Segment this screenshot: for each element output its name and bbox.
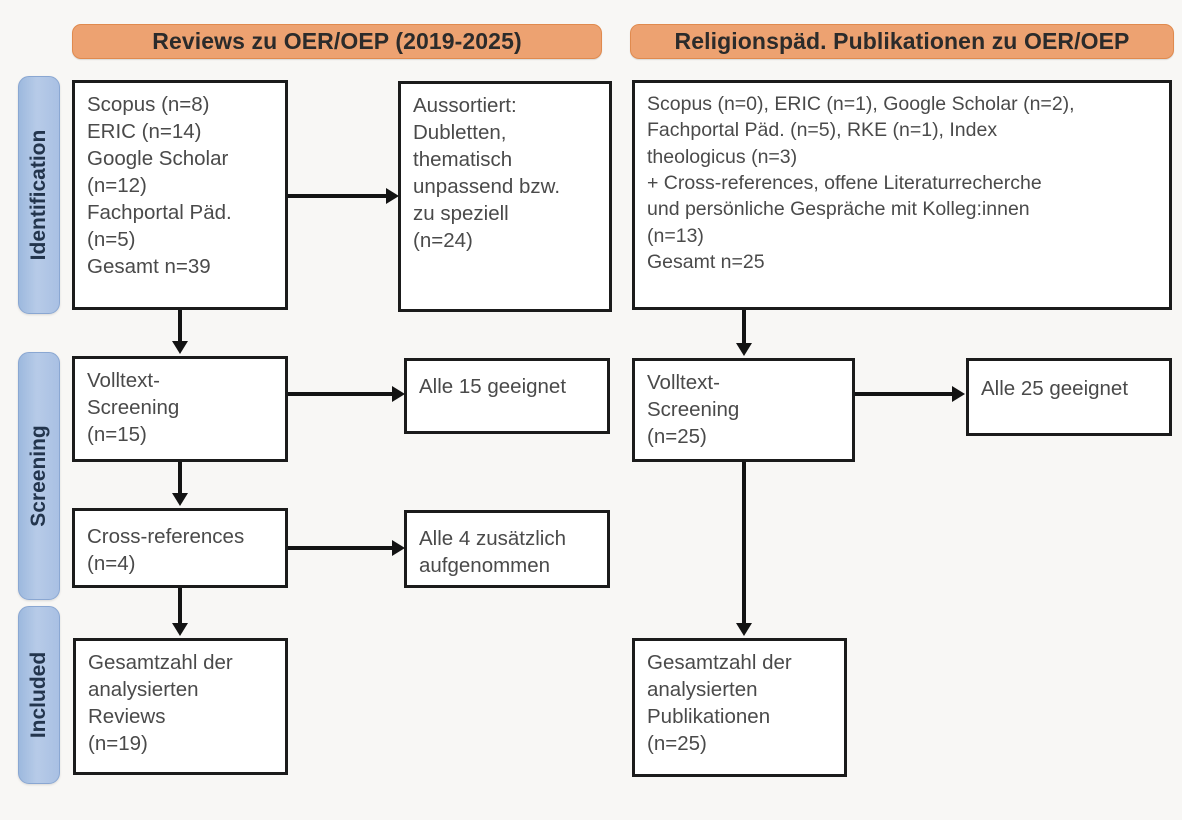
box-right-identification-sources: Scopus (n=0), ERIC (n=1), Google Scholar…	[632, 80, 1172, 310]
arrowhead-left-screening-to-crossref	[172, 493, 188, 506]
arrowhead-left-id-to-screening	[172, 341, 188, 354]
box-right-fulltext-screening: Volltext- Screening (n=25)	[632, 358, 855, 462]
arrowhead-right-screening-to-suitable	[952, 386, 965, 402]
box-left-included-total: Gesamtzahl der analysierten Reviews (n=1…	[73, 638, 288, 775]
box-left-identification-sources: Scopus (n=8) ERIC (n=14) Google Scholar …	[72, 80, 288, 310]
stage-label-screening-text: Screening	[27, 425, 50, 527]
arrowhead-left-screening-to-suitable	[392, 386, 405, 402]
box-right-included-total: Gesamtzahl der analysierten Publikatione…	[632, 638, 847, 777]
arrowhead-right-id-to-screening	[736, 343, 752, 356]
connector-left-crossref-to-included	[178, 588, 182, 625]
box-left-fulltext-screening: Volltext- Screening (n=15)	[72, 356, 288, 462]
connector-left-screening-to-suitable	[288, 392, 394, 396]
stage-label-included: Included	[18, 606, 60, 784]
box-right-all-suitable: Alle 25 geeignet	[966, 358, 1172, 436]
box-left-cross-references: Cross-references (n=4)	[72, 508, 288, 588]
arrowhead-left-crossref-to-included	[172, 623, 188, 636]
box-left-all-suitable: Alle 15 geeignet	[404, 358, 610, 434]
connector-right-screening-to-included	[742, 462, 746, 625]
connector-right-screening-to-suitable	[855, 392, 954, 396]
arrowhead-right-screening-to-included	[736, 623, 752, 636]
stage-label-identification: Identification	[18, 76, 60, 314]
stage-label-identification-text: Identification	[27, 129, 50, 261]
box-left-excluded: Aussortiert: Dubletten, thematisch unpas…	[398, 81, 612, 312]
connector-left-id-to-screening	[178, 310, 182, 343]
connector-left-id-to-excluded	[288, 194, 388, 198]
column-header-right: Religionspäd. Publikationen zu OER/OEP	[630, 24, 1174, 59]
box-left-all-added: Alle 4 zusätzlich aufgenommen	[404, 510, 610, 588]
connector-left-crossref-to-added	[288, 546, 394, 550]
column-header-left: Reviews zu OER/OEP (2019-2025)	[72, 24, 602, 59]
stage-label-included-text: Included	[27, 651, 50, 739]
stage-label-screening: Screening	[18, 352, 60, 600]
arrowhead-left-crossref-to-added	[392, 540, 405, 556]
arrowhead-left-id-to-excluded	[386, 188, 399, 204]
connector-right-id-to-screening	[742, 310, 746, 345]
connector-left-screening-to-crossref	[178, 462, 182, 495]
